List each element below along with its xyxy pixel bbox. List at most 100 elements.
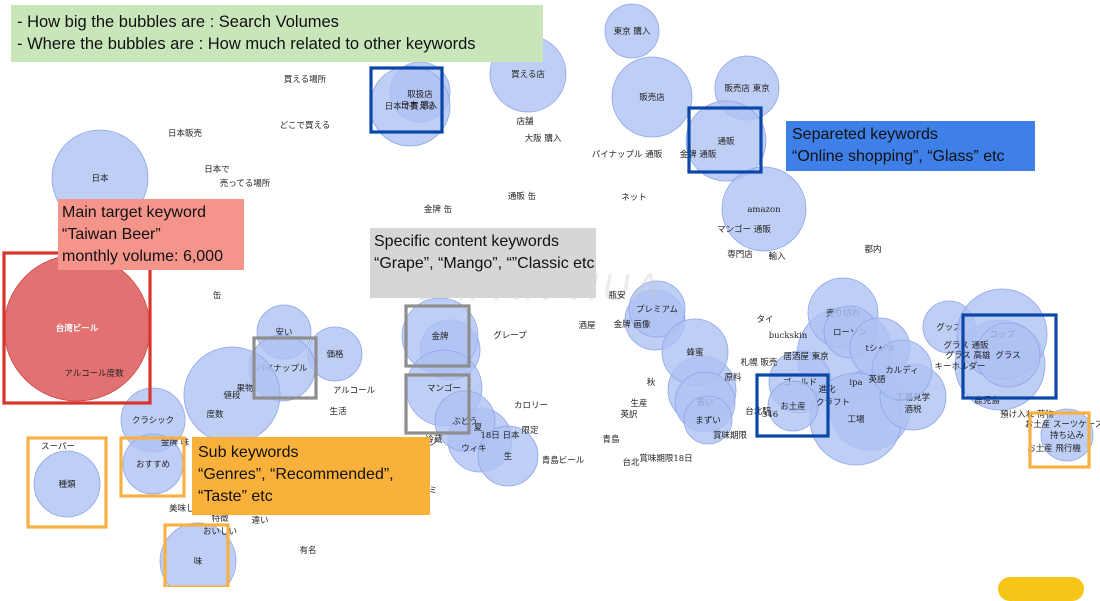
- keyword-bubble-group: 台湾ビール: [3, 254, 151, 402]
- keyword-bubble: [685, 100, 767, 182]
- keyword-bubble: [767, 380, 819, 432]
- bubble-label: 金牌: [431, 331, 449, 342]
- keyword-label: お土産 飛行機: [1027, 443, 1081, 454]
- keyword-bubble-group: カルディ: [871, 339, 933, 401]
- sub-keywords-note: Sub keywords “Genres”, “Recommended”, “T…: [192, 437, 430, 515]
- keyword-bubble-group: 通販: [685, 100, 767, 182]
- specific-note-line: Specific content keywords: [374, 233, 559, 250]
- bubble-label: ぶどう: [452, 417, 478, 427]
- keyword-label: クラフト: [816, 398, 850, 408]
- keyword-label: 果物: [236, 383, 254, 394]
- keyword-label: 輸入: [768, 251, 786, 262]
- specific-frame: [252, 336, 318, 400]
- sub-note-line: “Taste” etc: [198, 488, 273, 505]
- keyword-label: 生活: [329, 406, 347, 417]
- keyword-label: 日本で: [204, 164, 230, 175]
- keyword-bubble: [1040, 408, 1094, 462]
- keyword-label: 居酒屋 東京: [783, 351, 828, 362]
- keyword-label: ジ: [429, 438, 438, 448]
- bubble-label: 値段: [223, 390, 241, 401]
- keyword-label: 有名: [299, 545, 316, 556]
- separated-note-line: Separeted keywords: [792, 126, 938, 143]
- separated-frame: [369, 66, 444, 134]
- keyword-label: 賞味期限18日: [639, 453, 692, 464]
- keyword-bubble-group: 蜂蜜: [661, 318, 729, 386]
- keyword-label: 賞味期限: [713, 430, 748, 441]
- bubble-label: まずい: [695, 415, 721, 426]
- bubble-label: 日本で買える: [385, 101, 436, 112]
- sub-frame: [26, 436, 108, 529]
- keyword-label: グラス 通販: [943, 340, 989, 351]
- keyword-label: カロリー: [514, 401, 548, 411]
- bubble-label: ローソン: [833, 328, 867, 338]
- keyword-label: どこで買える: [280, 121, 331, 131]
- keyword-label: 缶: [213, 290, 222, 301]
- keyword-label: 原料: [724, 372, 742, 383]
- keyword-label: 英訳: [620, 409, 638, 420]
- keyword-label: 酒屋: [578, 321, 596, 331]
- keyword-label: 夏: [474, 423, 483, 433]
- keyword-label: 預け入れ 荷物: [1000, 409, 1054, 420]
- keyword-label: 売ってる場所: [220, 178, 271, 189]
- bubble-label: グラス: [995, 350, 1020, 361]
- keyword-label: スーパー: [41, 442, 75, 452]
- main-note-line: Main target keyword: [62, 204, 207, 221]
- specific-note-line: “Grape”, “Mango”, “”Classic etc: [374, 255, 595, 272]
- keyword-bubble-group: お土産: [767, 380, 819, 432]
- keyword-bubble: [871, 339, 933, 401]
- keyword-label: おいしい: [203, 527, 237, 537]
- separated-frame: [755, 373, 830, 438]
- keyword-bubble: [628, 280, 686, 338]
- keyword-label: グレープ: [493, 330, 527, 341]
- keyword-bubble: [604, 3, 660, 59]
- keyword-label: 冷蔵: [425, 434, 443, 445]
- bubble-label: 生: [504, 451, 513, 462]
- keyword-bubble: [683, 395, 733, 445]
- sub-note-line: “Genres”, “Recommended”,: [198, 466, 394, 483]
- keyword-bubble-group: 味: [159, 522, 237, 587]
- keyword-bubble-group: まずい: [683, 395, 733, 445]
- keyword-bubble: [33, 450, 101, 518]
- keyword-label: アルコール: [333, 386, 376, 396]
- keyword-label: 日本 購入: [401, 100, 438, 111]
- separated-note-line: “Online shopping”, “Glass” etc: [792, 148, 1005, 165]
- sub-frame: [163, 523, 230, 587]
- keyword-label: 生産: [630, 398, 647, 409]
- keyword-bubble: [975, 322, 1041, 388]
- keyword-label: ipa: [849, 378, 862, 388]
- bubble-label: グッズ: [936, 322, 962, 333]
- keyword-label: タイ: [756, 315, 773, 325]
- keyword-bubble: [611, 56, 693, 138]
- keyword-label: 英語: [868, 374, 886, 385]
- legend-note: - How big the bubbles are : Search Volum…: [11, 5, 543, 62]
- keyword-label: グラス 高雄: [945, 350, 991, 361]
- keyword-bubble-group: グラス: [975, 322, 1041, 388]
- keyword-label: パイナップル 通販: [592, 149, 663, 160]
- keyword-label: 鹿児島: [974, 395, 1000, 406]
- keyword-label: 金牌 通販: [680, 149, 717, 160]
- keyword-label: 金牌 画像: [614, 319, 651, 330]
- main-keyword-note: Main target keyword “Taiwan Beer” monthl…: [58, 199, 244, 270]
- separated-frame: [961, 313, 1058, 400]
- keyword-label: 専門店: [727, 249, 753, 260]
- keyword-label: 特徴: [211, 513, 229, 524]
- keyword-label: 限定: [521, 425, 539, 436]
- bubble-label: 工場: [847, 414, 865, 425]
- keyword-bubble: [434, 390, 496, 452]
- keyword-label: 度数: [206, 409, 224, 420]
- bubble-label: 台湾ビール: [56, 323, 99, 334]
- bubble-label: 通販: [717, 136, 735, 147]
- corner-badge: [998, 577, 1084, 601]
- keyword-bubble-group: 種類: [33, 450, 101, 518]
- bubble-label: 蜂蜜: [686, 347, 703, 358]
- bubble-label: カルディ: [885, 365, 918, 376]
- keyword-label: 店舗: [516, 116, 534, 127]
- keyword-label: 秋: [647, 377, 656, 388]
- keyword-label: ミ: [429, 486, 438, 496]
- keyword-label: 違い: [251, 515, 268, 526]
- keyword-label: 買える場所: [284, 74, 327, 85]
- bubble-label: 種類: [58, 479, 76, 490]
- keyword-bubble-group: 値段: [183, 346, 281, 444]
- keyword-label: 346: [762, 410, 778, 420]
- bubble-label: 販売店: [639, 92, 665, 103]
